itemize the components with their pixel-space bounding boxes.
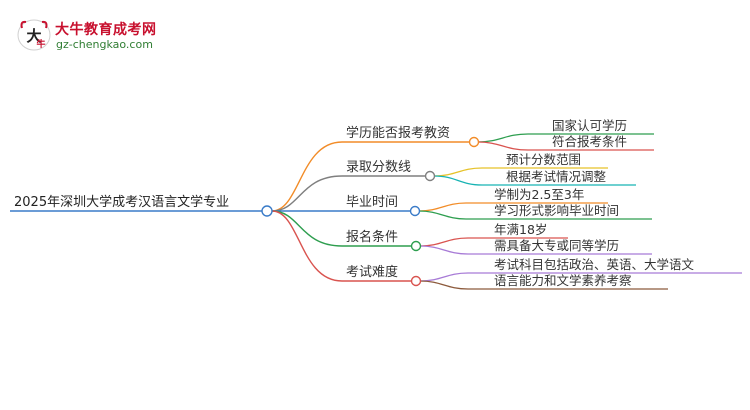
brand-name: 大牛教育成考网 — [55, 22, 157, 38]
leaf-2-2-label[interactable]: 根据考试情况调整 — [506, 169, 607, 184]
leaf-3-1-label[interactable]: 学制为2.5至3年 — [494, 187, 584, 202]
root-node-label[interactable]: 2025年深圳大学成考汉语言文学专业 — [14, 194, 229, 210]
brand-url: gz-chengkao.com — [56, 38, 153, 51]
brand-logo[interactable]: 大 牛 大牛教育成考网 gz-chengkao.com — [16, 16, 206, 60]
leaf-5-2-label[interactable]: 语言能力和文学素养考察 — [494, 273, 632, 288]
edge-b2-c2 — [433, 175, 636, 186]
leaf-1-1-label[interactable]: 国家认可学历 — [552, 118, 627, 133]
branch-2-label[interactable]: 录取分数线 — [346, 160, 411, 175]
edge-b1-c2 — [477, 141, 654, 151]
leaf-2-1-label[interactable]: 预计分数范围 — [506, 152, 581, 167]
branch-4-dot[interactable] — [410, 240, 422, 252]
leaf-5-1-label[interactable]: 考试科目包括政治、英语、大学语文 — [494, 257, 695, 272]
mindmap-edges — [271, 133, 742, 290]
root-node-dot[interactable] — [261, 205, 273, 217]
edge-root-branch-1 — [271, 141, 472, 212]
branch-4-label[interactable]: 报名条件 — [346, 229, 398, 245]
edge-root-branch-2 — [271, 175, 428, 212]
leaf-4-2-label[interactable]: 需具备大专或同等学历 — [494, 238, 619, 253]
edge-root-branch-4 — [271, 210, 414, 247]
bull-logo-icon: 大 牛 — [17, 19, 51, 51]
branch-1-label[interactable]: 学历能否报考教资 — [346, 125, 450, 141]
branch-2-dot[interactable] — [424, 170, 436, 182]
branch-1-dot[interactable] — [468, 136, 480, 148]
edge-root-branch-5 — [271, 210, 414, 282]
leaf-1-2-label[interactable]: 符合报考条件 — [552, 134, 627, 149]
branch-5-label[interactable]: 考试难度 — [346, 264, 398, 280]
svg-text:牛: 牛 — [36, 38, 45, 50]
leaf-3-2-label[interactable]: 学习形式影响毕业时间 — [494, 203, 619, 218]
svg-text:大: 大 — [26, 27, 41, 45]
branch-3-dot[interactable] — [409, 205, 421, 217]
leaf-4-1-label[interactable]: 年满18岁 — [494, 222, 547, 237]
branch-3-label[interactable]: 毕业时间 — [346, 195, 398, 210]
edge-b5-c2 — [419, 280, 668, 290]
branch-5-dot[interactable] — [410, 275, 422, 287]
edge-b4-c2 — [419, 245, 652, 255]
edge-b3-c2 — [418, 210, 652, 220]
